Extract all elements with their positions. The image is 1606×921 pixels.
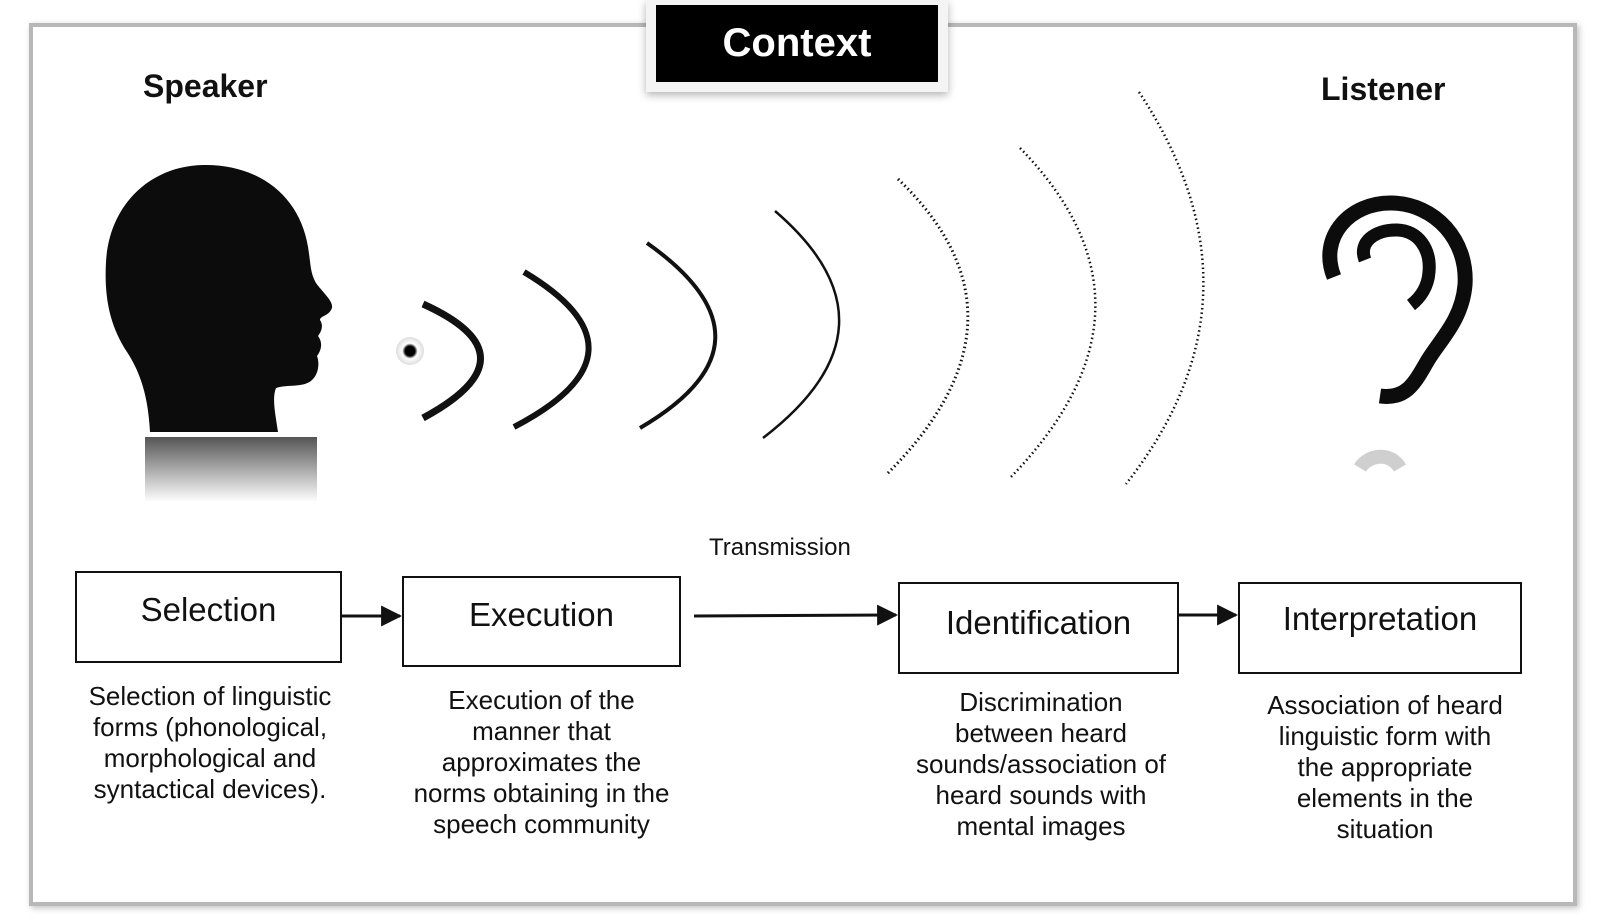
stage-interpretation-description: Association of heard linguistic form wit… xyxy=(1267,690,1503,844)
head-silhouette-icon xyxy=(105,164,333,502)
stage-identification-box: Identification xyxy=(898,582,1179,674)
stage-identification-description: Discrimination between heard sounds/asso… xyxy=(915,687,1167,841)
stage-execution-description: Execution of the manner that approximate… xyxy=(413,685,670,839)
stage-execution-label: Execution xyxy=(469,596,614,633)
flow-arrows xyxy=(342,604,1239,627)
transmission-label: Transmission xyxy=(709,534,851,561)
context-title: Context xyxy=(646,0,948,92)
stage-interpretation-box: Interpretation xyxy=(1238,582,1522,674)
speaker-label: Speaker xyxy=(143,68,268,104)
stage-interpretation-label: Interpretation xyxy=(1282,600,1478,637)
stage-execution-box: Execution xyxy=(402,576,681,667)
stage-identification-label: Identification xyxy=(945,604,1132,641)
listener-label: Listener xyxy=(1321,71,1446,107)
stage-selection-label: Selection xyxy=(140,591,277,628)
stage-selection-description: Selection of linguistic forms (phonologi… xyxy=(88,681,332,804)
context-title-text: Context xyxy=(656,5,938,82)
ear-icon xyxy=(1322,195,1473,473)
stage-selection-box: Selection xyxy=(75,571,342,663)
sound-wave-icon xyxy=(396,91,1205,485)
